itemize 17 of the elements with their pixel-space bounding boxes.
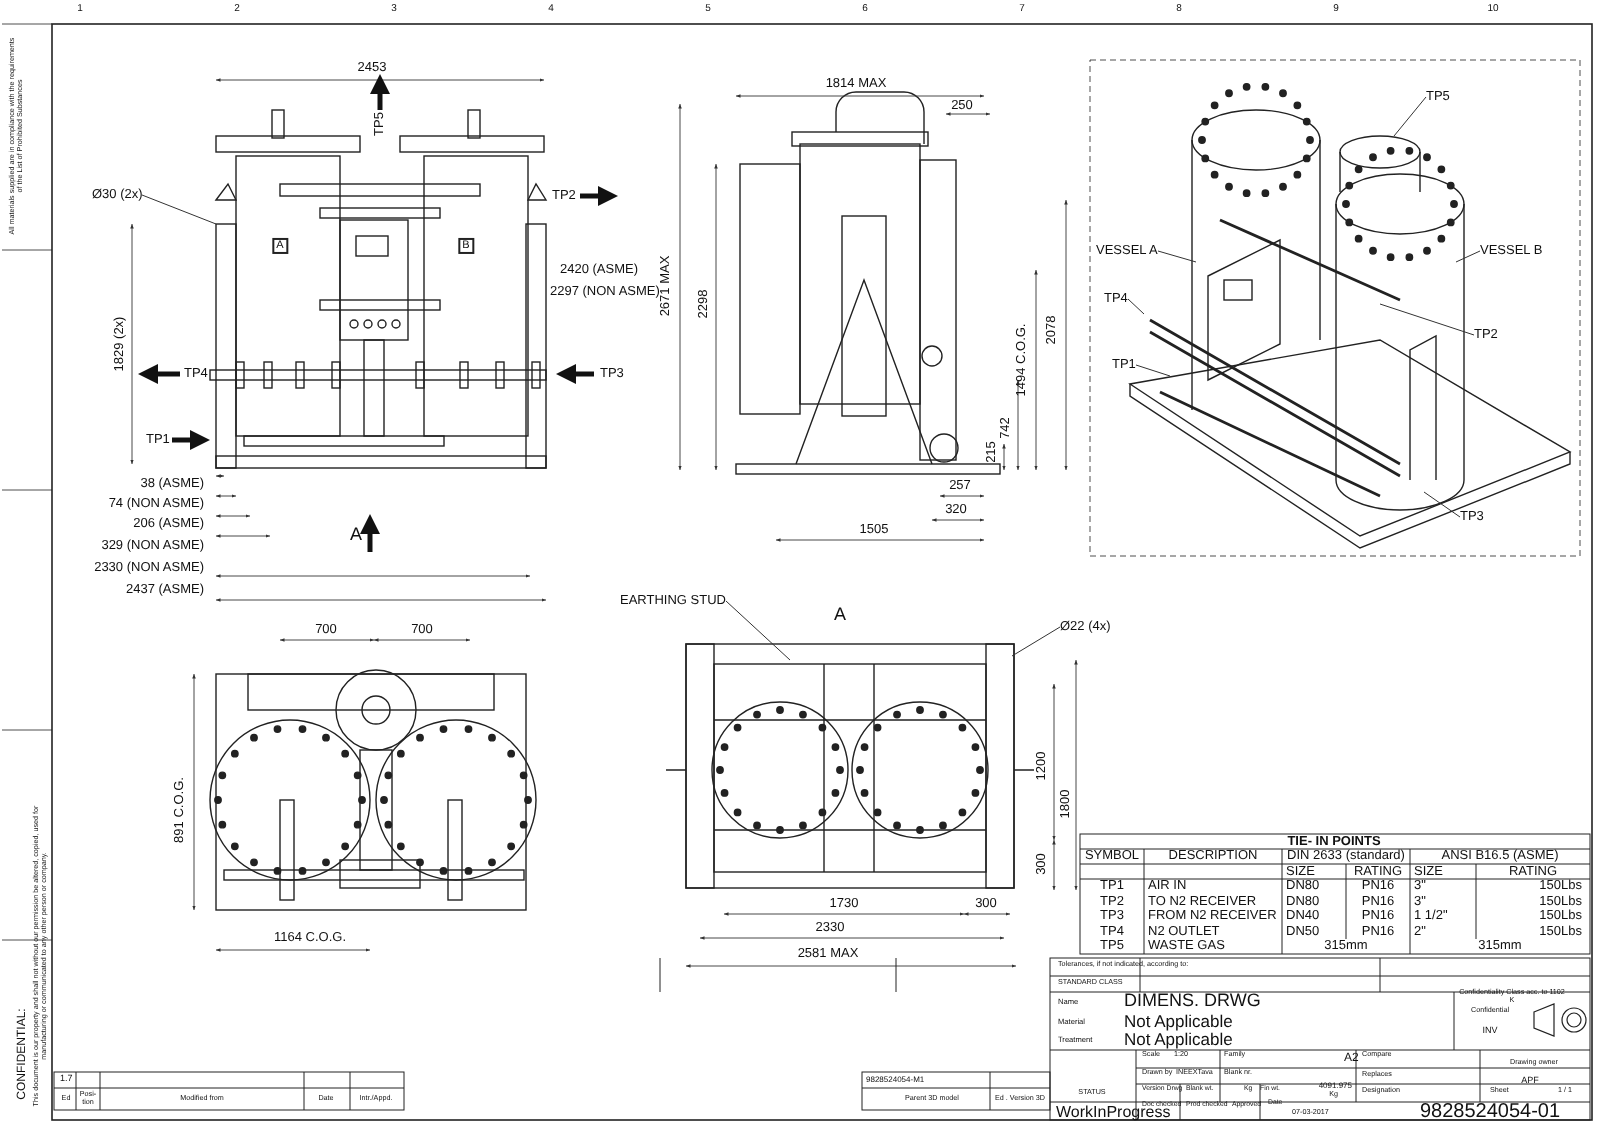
leader-line: [1135, 364, 1171, 377]
leader-line: [1393, 96, 1427, 137]
leader-line: [1423, 491, 1461, 518]
view-mark: A: [350, 526, 362, 546]
leader-line: [1011, 626, 1061, 657]
title-block-text: 9828524054-01: [1419, 1101, 1561, 1123]
leader-line: [1379, 303, 1475, 336]
title-block-text: DIMENS. DRWG: [1124, 992, 1261, 1012]
view-mark: A: [834, 606, 846, 626]
title-block-text: Not Applicable: [1124, 1030, 1233, 1050]
leader-line: [1157, 250, 1197, 263]
leader-line: [725, 600, 791, 661]
leader-line: [1455, 250, 1481, 263]
leader-line: [141, 194, 217, 225]
title-block-text: WorkInProgress: [1056, 1105, 1171, 1123]
title-block-text: Not Applicable: [1124, 1012, 1233, 1032]
leader-line: [1127, 298, 1145, 315]
